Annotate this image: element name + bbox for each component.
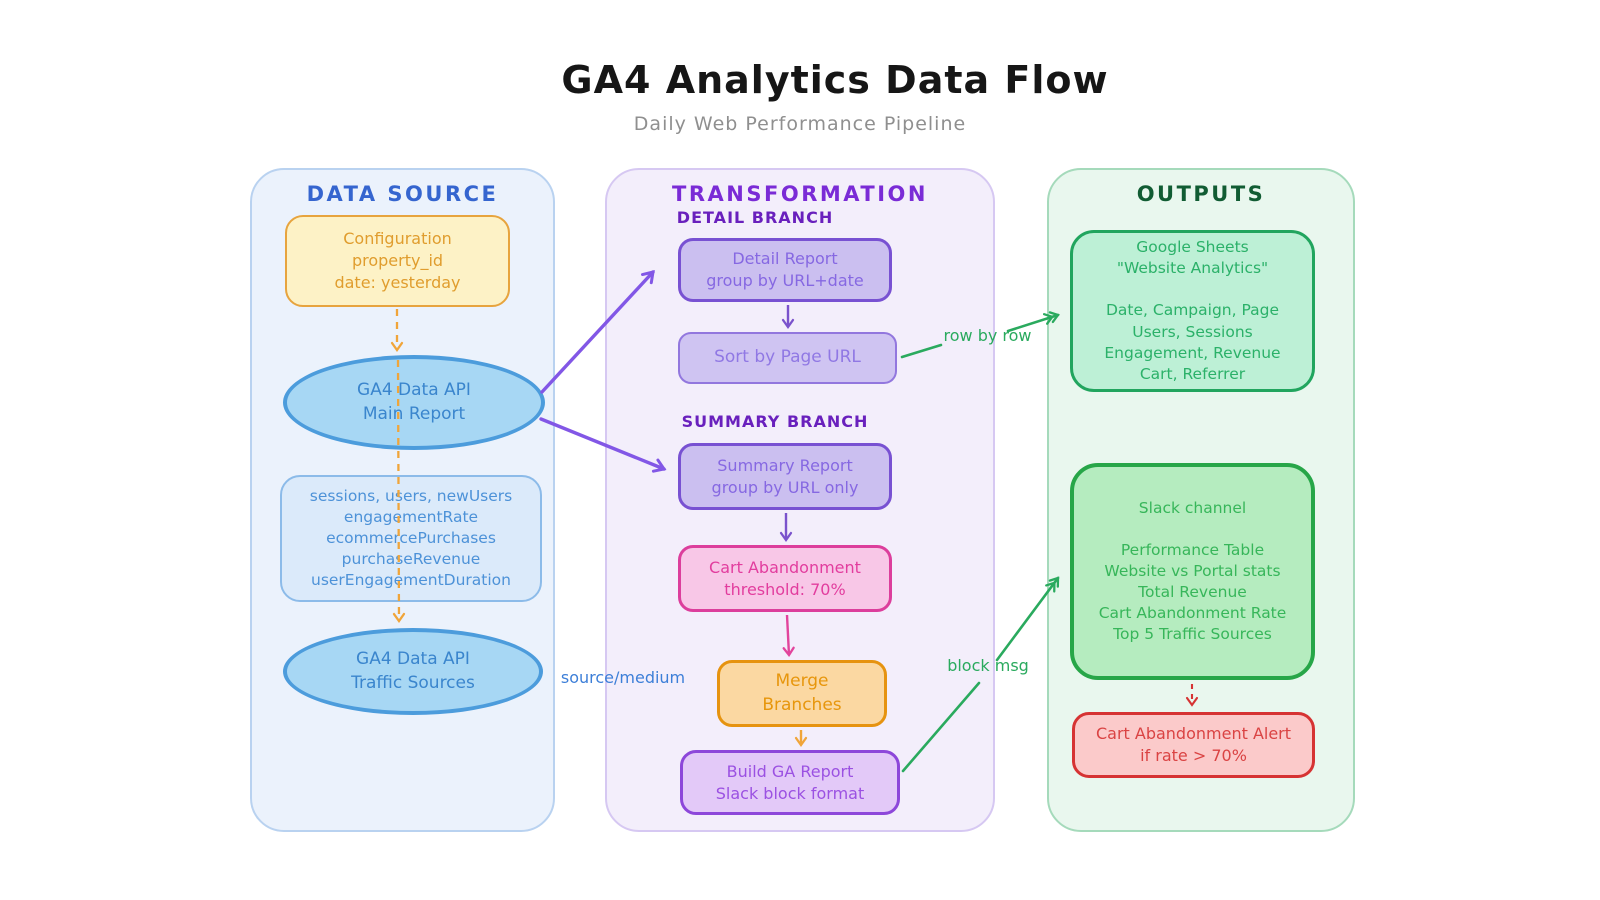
- summary-branch-label: SUMMARY BRANCH: [681, 412, 869, 431]
- node-metrics-list: sessions, users, newUsers engagementRate…: [280, 475, 542, 602]
- node-configuration-line: Configuration: [343, 229, 452, 249]
- node-configuration-line: date: yesterday: [334, 272, 461, 292]
- node-ga4-traffic-sources-line: Traffic Sources: [351, 672, 475, 693]
- node-cart-abandonment-alert: Cart Abandonment Alert if rate > 70%: [1072, 712, 1315, 778]
- panel-data-source-header: DATA SOURCE: [306, 182, 499, 206]
- node-ga4-main-report: GA4 Data API Main Report: [283, 355, 545, 450]
- node-detail-report-line: Detail Report: [732, 249, 838, 269]
- node-ga4-traffic-sources: GA4 Data API Traffic Sources: [283, 628, 543, 715]
- edge-label-source-medium: source/medium: [560, 668, 686, 687]
- node-google-sheets-line: Google Sheets: [1136, 238, 1249, 257]
- node-ga4-traffic-sources-line: GA4 Data API: [356, 649, 470, 670]
- node-merge-branches-line: Merge: [775, 671, 829, 692]
- page-subtitle: Daily Web Performance Pipeline: [633, 113, 967, 135]
- node-sort-by-page-url-line: Sort by Page URL: [714, 347, 861, 368]
- node-cart-abandonment-line: Cart Abandonment: [709, 557, 861, 577]
- node-merge-branches-line: Branches: [762, 694, 842, 715]
- panel-transformation-header: TRANSFORMATION: [672, 182, 928, 206]
- node-ga4-main-report-line: Main Report: [362, 403, 466, 424]
- node-build-ga-report: Build GA Report Slack block format: [680, 750, 900, 815]
- node-slack-channel-line: Total Revenue: [1138, 583, 1247, 602]
- node-build-ga-report-line: Build GA Report: [726, 761, 854, 781]
- node-google-sheets-line: "Website Analytics": [1116, 259, 1269, 278]
- node-sort-by-page-url: Sort by Page URL: [678, 332, 897, 384]
- detail-branch-label: DETAIL BRANCH: [676, 208, 834, 227]
- node-metrics-line: ecommercePurchases: [326, 528, 496, 547]
- edge-label-row-by-row: row by row: [943, 326, 1032, 345]
- node-slack-channel-line: Website vs Portal stats: [1104, 561, 1281, 580]
- node-slack-channel-line: Top 5 Traffic Sources: [1113, 625, 1272, 644]
- node-ga4-main-report-line: GA4 Data API: [357, 380, 471, 401]
- node-slack-channel-line: Cart Abandonment Rate: [1098, 604, 1287, 623]
- node-summary-report-line: Summary Report: [717, 455, 853, 475]
- node-metrics-line: sessions, users, newUsers: [309, 486, 513, 505]
- node-merge-branches: Merge Branches: [717, 660, 887, 727]
- node-configuration-line: property_id: [351, 251, 444, 271]
- node-metrics-line: userEngagementDuration: [311, 571, 511, 590]
- node-detail-report: Detail Report group by URL+date: [678, 238, 892, 302]
- node-summary-report: Summary Report group by URL only: [678, 443, 892, 510]
- node-metrics-line: purchaseRevenue: [341, 550, 481, 569]
- page-title: GA4 Analytics Data Flow: [561, 58, 1109, 102]
- node-slack-channel-line: Performance Table: [1120, 540, 1265, 559]
- node-google-sheets-line: Date, Campaign, Page: [1105, 301, 1279, 320]
- node-cart-abandonment-alert-line: Cart Abandonment Alert: [1095, 724, 1292, 744]
- panel-outputs-header: OUTPUTS: [1136, 182, 1266, 206]
- node-cart-abandonment-alert-line: if rate > 70%: [1140, 746, 1247, 765]
- node-slack-channel-line: Slack channel: [1138, 498, 1247, 517]
- node-google-sheets-line: Users, Sessions: [1132, 322, 1253, 341]
- node-google-sheets-line: Cart, Referrer: [1139, 364, 1246, 383]
- node-detail-report-line: group by URL+date: [706, 271, 864, 290]
- node-build-ga-report-line: Slack block format: [715, 783, 865, 803]
- node-cart-abandonment: Cart Abandonment threshold: 70%: [678, 545, 892, 612]
- node-cart-abandonment-line: threshold: 70%: [724, 579, 846, 599]
- node-metrics-line: engagementRate: [343, 507, 479, 526]
- node-slack-channel: Slack channel Performance Table Website …: [1070, 463, 1315, 680]
- node-summary-report-line: group by URL only: [711, 477, 859, 497]
- node-configuration: Configuration property_id date: yesterda…: [285, 215, 510, 307]
- node-google-sheets: Google Sheets "Website Analytics" Date, …: [1070, 230, 1315, 392]
- node-google-sheets-line: Engagement, Revenue: [1104, 343, 1281, 362]
- edge-label-block-msg: block msg: [947, 656, 1029, 675]
